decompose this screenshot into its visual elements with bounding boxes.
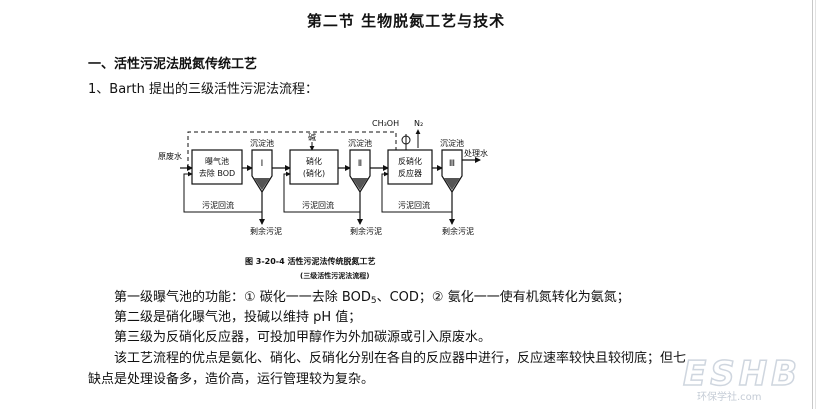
settler2-label: 沉淀池 [348,138,372,148]
tank3-label-2: 反应器 [398,168,422,178]
paragraph-1: 第一级曝气池的功能：① 碳化一一去除 BOD5、COD；② 氨化一一使有机氮转化… [114,290,630,306]
watermark-subtext: 环保学社.com [697,390,762,403]
sludge-return-label-1: 污泥回流 [202,200,234,210]
settler2-number: Ⅱ [358,159,362,169]
influent-label: 原废水 [158,151,182,161]
paragraph-3: 第三级为反硝化反应器，可投加甲醇作为外加碳源或引入原废水。 [114,330,492,345]
page-edge-shadow [815,0,816,409]
site-watermark: ESHB 环保学社.com [682,353,801,403]
sludge-return-line-2 [283,171,360,213]
aeration-tank-1 [191,149,243,185]
settler1-label: 沉淀池 [250,138,274,148]
paragraph-2: 第二级是硝化曝气池，投碱以维持 pH 值； [114,310,362,325]
page-title: 第二节 生物脱氮工艺与技术 [306,12,506,30]
settler3-number: Ⅲ [449,159,455,169]
tank3-label-1: 反硝化 [398,156,422,166]
tank2-label-1: 硝化 [306,156,322,166]
denitrification-reactor-3 [387,149,433,185]
methanol-label: CH₃OH [372,119,399,128]
intro-line: 1、Barth 提出的三级活性污泥法流程： [88,82,318,97]
tank1-label-1: 曝气池 [205,156,229,166]
nitrification-tank-2 [289,149,339,185]
excess-sludge-label-3: 剩余污泥 [442,226,474,236]
sludge-return-line-3 [381,171,452,213]
sludge-return-line-1 [183,171,262,213]
tank2-label-2: (硝化) [303,168,325,178]
bypass-dashed-line [187,131,399,168]
alkali-label: 碱 [308,133,316,142]
tank1-label-2: 去除 BOD [199,168,235,178]
figure-caption-2: (三级活性污泥法流程) [300,271,369,280]
excess-sludge-label-2: 剩余污泥 [350,226,382,236]
nitrogen-label: N₂ [414,119,423,128]
excess-sludge-label-1: 剩余污泥 [250,226,282,236]
effluent-label: 处理水 [464,148,488,158]
settler1-number: Ⅰ [261,159,264,169]
page-edge [812,0,813,409]
section-heading: 一、活性污泥法脱氮传统工艺 [88,57,258,72]
sludge-return-label-2: 污泥回流 [302,200,334,210]
sludge-return-label-3: 污泥回流 [398,200,430,210]
paragraph-4: 该工艺流程的优点是氨化、硝化、反硝化分别在各自的反应器中进行，反应速率较快且较彻… [114,351,687,366]
figure-caption-1: 图 3-20-4 活性污泥法传统脱氮工艺 [245,256,375,266]
settler3-label: 沉淀池 [440,138,464,148]
process-flow-figure: 原废水 曝气池 去除 BOD 沉淀池 Ⅰ 碱 硝化 (硝化) 沉淀池 Ⅱ CH₃ [158,119,488,280]
paragraph-5: 缺点是处理设备多，造价高，运行管理较为复杂。 [88,372,375,387]
watermark-logo: ESHB [683,354,801,394]
